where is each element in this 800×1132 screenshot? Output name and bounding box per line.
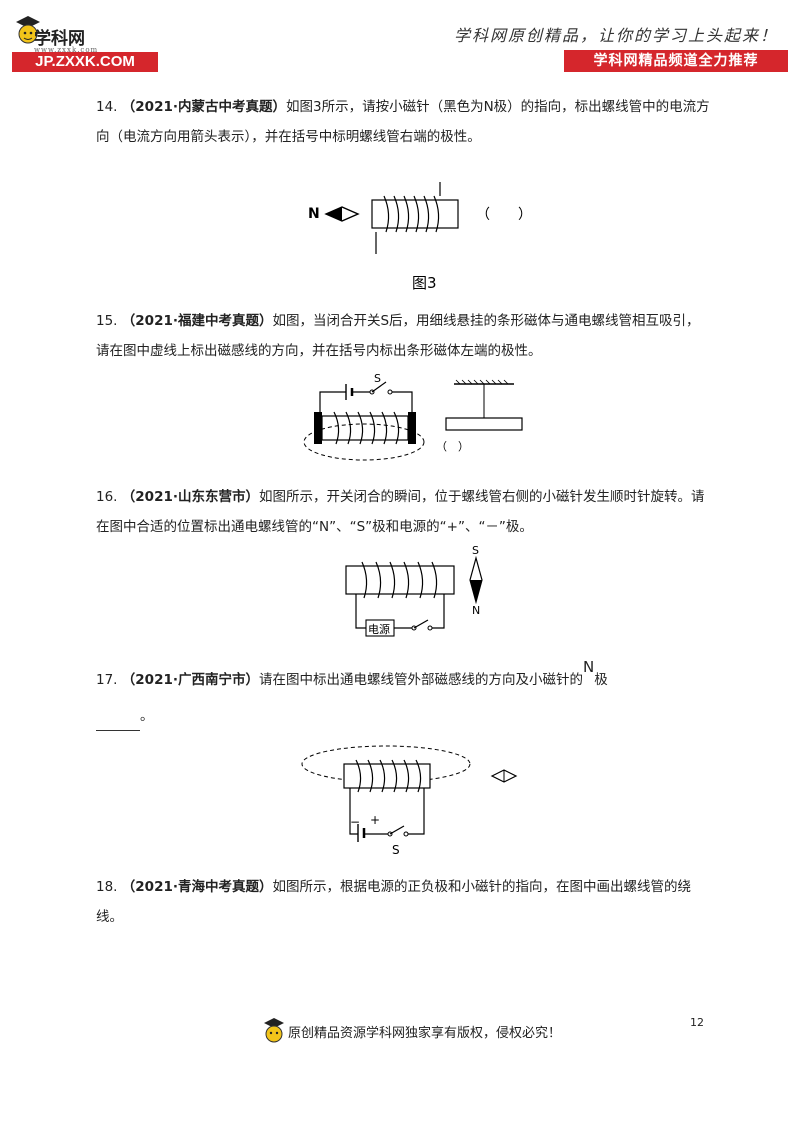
question-14: 14. （2021·内蒙古中考真题）如图3所示，请按小磁针（黑色为N极）的指向，…: [96, 92, 712, 152]
brand-name: 学科网 www.zxxk.com: [34, 29, 99, 54]
power-label: 电源: [368, 622, 390, 636]
brand-url: www.zxxk.com: [34, 46, 99, 54]
question-16: 16. （2021·山东东营市）如图所示，开关闭合的瞬间，位于螺线管右侧的小磁针…: [96, 482, 712, 542]
question-text: 如图3所示，请按小磁针（黑色为N极）的指向，标出螺线管中的电流方向（电流方向用箭…: [96, 99, 710, 145]
switch-icon: [389, 825, 405, 835]
question-number: 16.: [96, 489, 118, 505]
mascot-logo-icon: [264, 1018, 284, 1043]
question-number: 14.: [96, 99, 118, 115]
question-number: 15.: [96, 313, 118, 329]
answer-blank[interactable]: [96, 716, 140, 731]
question-source: （2021·福建中考真题）: [121, 313, 273, 329]
needle-s-label: S: [472, 544, 479, 557]
question-text-after: 极: [594, 672, 608, 688]
question-source: （2021·青海中考真题）: [121, 879, 273, 895]
question-text: 如图所示，根据电源的正负极和小磁针的指向，在图中画出螺线管的绕线。: [96, 879, 691, 925]
polarity-bracket: （ ）: [476, 207, 532, 223]
question-text: 请在图中标出通电螺线管外部磁感线的方向及小磁针的: [258, 672, 583, 688]
solenoid-core: [371, 199, 459, 229]
question-number: 17.: [96, 672, 118, 688]
field-line-dashed: [303, 423, 425, 461]
solenoid-coil: [355, 759, 422, 793]
needle-n-label: N: [308, 206, 320, 222]
figure-caption: 图3: [412, 274, 437, 292]
mascot-logo-icon: [16, 16, 40, 44]
solenoid-coil: [361, 561, 438, 599]
question-source: （2021·广西南宁市）: [121, 672, 259, 688]
page-number: 12: [690, 1016, 704, 1029]
question-18: 18. （2021·青海中考真题）如图所示，根据电源的正负极和小磁针的指向，在图…: [96, 872, 712, 932]
needle-n-label: N: [472, 604, 480, 617]
question-number: 18.: [96, 879, 118, 895]
question-source: （2021·山东东营市）: [121, 489, 259, 505]
n-superscript: N: [582, 658, 595, 676]
figure-17: − + S: [301, 745, 518, 857]
solenoid-coil: [333, 411, 400, 445]
figure-16: 电源 S N: [345, 544, 483, 637]
logo-bar: JP.ZXXK.COM: [12, 52, 158, 72]
switch-s-label: S: [374, 372, 381, 385]
question-source: （2021·内蒙古中考真题）: [121, 99, 286, 115]
battery-minus: −: [350, 815, 360, 829]
switch-icon: [413, 619, 429, 629]
figure-15: S （ ）: [303, 372, 523, 461]
bar-magnet: [445, 417, 523, 431]
battery-plus: +: [370, 813, 380, 827]
solenoid-core: [343, 763, 431, 789]
question-text: 如图所示，开关闭合的瞬间，位于螺线管右侧的小磁针发生顺时针旋转。请在图中合适的位…: [96, 489, 705, 535]
slogan: 学科网原创精品，让你的学习上头起来！: [453, 26, 778, 45]
question-15: 15. （2021·福建中考真题）如图，当闭合开关S后，用细线悬挂的条形磁体与通…: [96, 306, 712, 366]
switch-s-label: S: [392, 843, 400, 857]
switch-icon: [371, 381, 387, 393]
polarity-bracket: （ ）: [436, 440, 469, 453]
channel-banner: 学科网精品频道全力推荐: [564, 50, 788, 72]
question-text: 如图，当闭合开关S后，用细线悬挂的条形磁体与通电螺线管相互吸引，请在图中虚线上标…: [96, 313, 700, 359]
copyright-notice: 原创精品资源学科网独家享有版权，侵权必究！: [288, 1026, 562, 1041]
field-line-dashed: [301, 745, 471, 783]
figure-3: N （ ） 图3: [308, 182, 532, 292]
solenoid-coil: [383, 195, 440, 233]
solenoid-core: [345, 565, 455, 595]
question-17: 17. （2021·广西南宁市）请在图中标出通电螺线管外部磁感线的方向及小磁针的…: [96, 658, 712, 731]
solenoid-core: [321, 415, 409, 441]
